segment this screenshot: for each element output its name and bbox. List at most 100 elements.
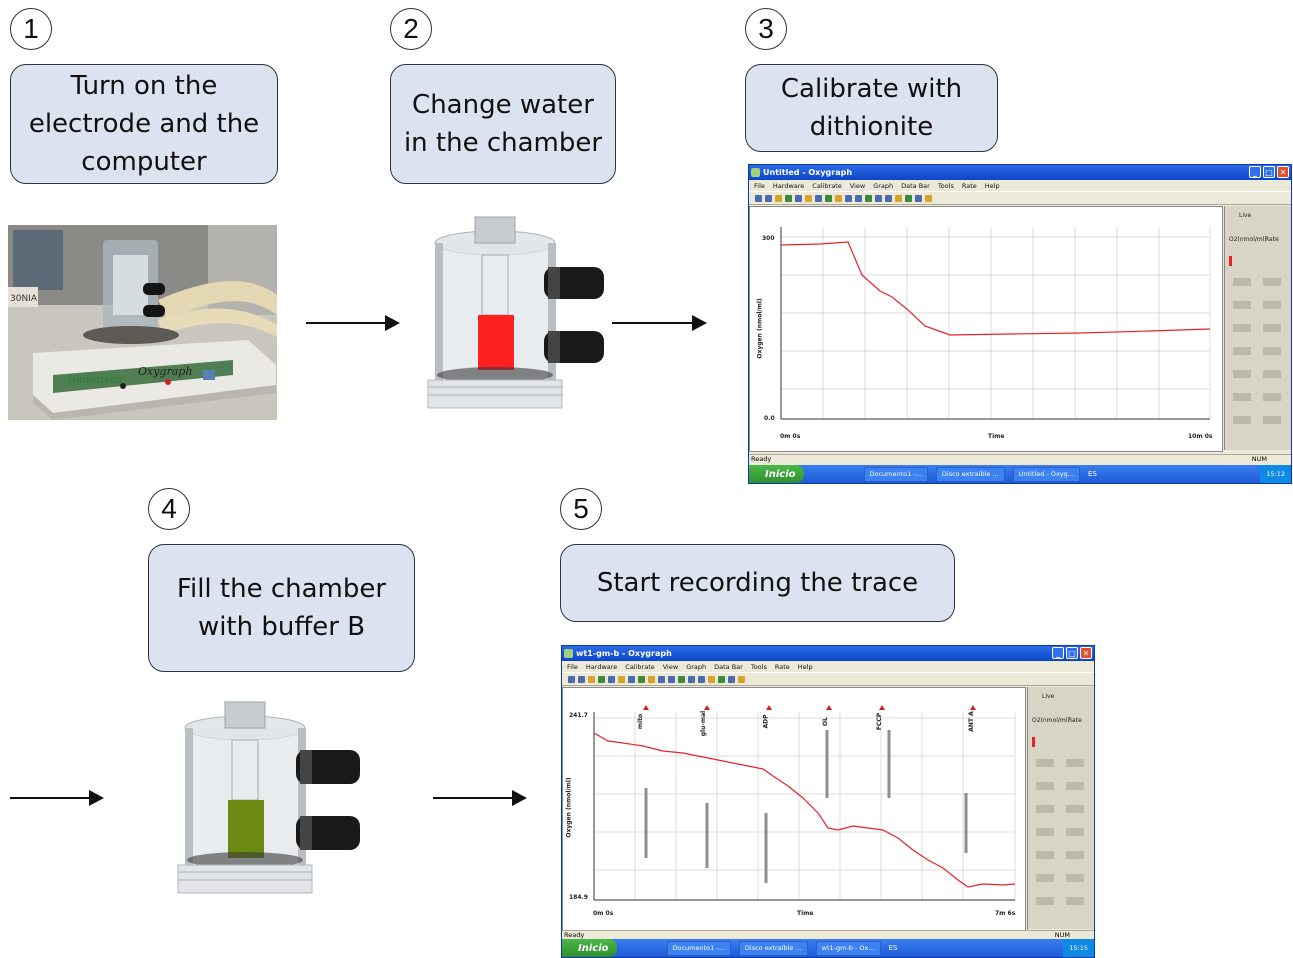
rate-column-label: Rate: [1265, 236, 1279, 243]
recording-plot: 241.7 184.9 Oxygen (nmol/ml) 0m 0s Time …: [562, 687, 1026, 931]
light-icon[interactable]: [638, 675, 645, 683]
step-2-box: Change water in the chamber: [390, 64, 616, 184]
x-axis-end: 7m 6s: [995, 910, 1016, 917]
syringe-drawings: [644, 730, 968, 883]
status-text: Ready: [751, 455, 772, 463]
zoom-out-icon[interactable]: [688, 675, 695, 683]
language-indicator[interactable]: ES: [888, 944, 898, 952]
system-tray: 15:15: [1063, 939, 1094, 957]
menu-tools[interactable]: Tools: [937, 181, 954, 190]
zoom-fit-icon[interactable]: [698, 675, 705, 683]
menu-graph[interactable]: Graph: [873, 181, 894, 190]
go-icon[interactable]: [785, 194, 792, 202]
zoom-in-icon[interactable]: [865, 194, 872, 202]
open-icon[interactable]: [755, 194, 762, 202]
taskbar-item-disk[interactable]: Disco extraíble ...: [935, 466, 1005, 482]
maximize-button[interactable]: □: [1066, 647, 1078, 659]
oxygen-trace: [593, 732, 1016, 888]
clock: 15:15: [1069, 944, 1088, 952]
menu-data-bar[interactable]: Data Bar: [714, 662, 743, 671]
print-icon[interactable]: [588, 675, 595, 683]
taskbar-item-document[interactable]: Documento1 -...: [666, 940, 731, 956]
close-button[interactable]: ✕: [1277, 166, 1289, 178]
menu-file[interactable]: File: [754, 181, 765, 190]
menu-rate[interactable]: Rate: [961, 181, 977, 190]
zoom-fit-icon[interactable]: [885, 194, 892, 202]
settings-icon[interactable]: [658, 675, 665, 683]
zoom-out-icon[interactable]: [875, 194, 882, 202]
close-button[interactable]: ✕: [1080, 647, 1092, 659]
timer-icon[interactable]: [628, 675, 635, 683]
table-icon[interactable]: [855, 194, 862, 202]
status-num: NUM: [1251, 455, 1267, 463]
taskbar-item-oxygraph[interactable]: Untitled - Oxyg...: [1012, 466, 1080, 482]
timer-icon[interactable]: [815, 194, 822, 202]
menu-tools[interactable]: Tools: [750, 662, 767, 671]
zoom-x-icon[interactable]: [708, 675, 715, 683]
light-icon[interactable]: [825, 194, 832, 202]
taskbar-item-document[interactable]: Documento1 -...: [863, 466, 928, 482]
minimize-button[interactable]: _: [1249, 166, 1261, 178]
menu-view[interactable]: View: [849, 181, 866, 190]
marker-icon[interactable]: [618, 675, 625, 683]
open-icon[interactable]: [568, 675, 575, 683]
help-icon[interactable]: [738, 675, 745, 683]
menu-file[interactable]: File: [567, 662, 578, 671]
menu-hardware[interactable]: Hardware: [772, 181, 805, 190]
menu-rate[interactable]: Rate: [774, 662, 790, 671]
table-icon[interactable]: [668, 675, 675, 683]
event-icon[interactable]: [648, 675, 655, 683]
minimize-button[interactable]: _: [1052, 647, 1064, 659]
menu-hardware[interactable]: Hardware: [585, 662, 618, 671]
y-axis-label: Oxygen (nmol/ml): [756, 298, 764, 359]
event-icon[interactable]: [835, 194, 842, 202]
channel-indicator: [1032, 737, 1035, 747]
chamber-with-red-liquid-photo: [427, 216, 604, 409]
photo-label: 30NIA: [10, 294, 38, 304]
menu-view[interactable]: View: [662, 662, 679, 671]
x-axis-start: 0m 0s: [780, 433, 801, 440]
menu-help[interactable]: Help: [984, 181, 1000, 190]
maximize-button[interactable]: □: [1263, 166, 1275, 178]
x-axis-label: Time: [988, 433, 1005, 440]
window-title: Untitled - Oxygraph: [763, 168, 853, 177]
layout-icon[interactable]: [915, 194, 922, 202]
zoom-y-icon[interactable]: [718, 675, 725, 683]
status-text: Ready: [564, 931, 585, 939]
stop-icon[interactable]: [795, 194, 802, 202]
taskbar-item-disk[interactable]: Disco extraíble ...: [738, 940, 808, 956]
window-titlebar: wt1-gm-b - Oxygraph _ □ ✕: [562, 646, 1094, 661]
menu-calibrate[interactable]: Calibrate: [812, 181, 842, 190]
language-indicator[interactable]: ES: [1088, 470, 1097, 478]
y-axis-max: 300: [762, 235, 775, 242]
stop-icon[interactable]: [608, 675, 615, 683]
go-icon[interactable]: [598, 675, 605, 683]
zoom-y-icon[interactable]: [905, 194, 912, 202]
menu-bar: File Hardware Calibrate View Graph Data …: [749, 180, 1291, 191]
marker-icon[interactable]: [805, 194, 812, 202]
start-button[interactable]: Inicio: [562, 939, 617, 957]
menu-calibrate[interactable]: Calibrate: [625, 662, 655, 671]
status-num: NUM: [1054, 931, 1070, 939]
settings-icon[interactable]: [845, 194, 852, 202]
data-side-panel: Live O2(nmol/ml) Rate: [1027, 687, 1094, 929]
arrow-1-2: [306, 315, 400, 331]
start-button[interactable]: Inicio: [749, 465, 804, 483]
toolbar: [562, 672, 1094, 686]
menu-graph[interactable]: Graph: [686, 662, 707, 671]
help-icon[interactable]: [925, 194, 932, 202]
menu-data-bar[interactable]: Data Bar: [901, 181, 930, 190]
print-icon[interactable]: [775, 194, 782, 202]
save-icon[interactable]: [578, 675, 585, 683]
taskbar-item-oxygraph[interactable]: wt1-gm-b - Ox...: [815, 940, 881, 956]
svg-text:Hansatech: Hansatech: [67, 375, 122, 386]
step-1-box: Turn on the electrode and the computer: [10, 64, 278, 184]
step-4-box: Fill the chamber with buffer B: [148, 544, 415, 672]
zoom-x-icon[interactable]: [895, 194, 902, 202]
menu-help[interactable]: Help: [797, 662, 813, 671]
save-icon[interactable]: [765, 194, 772, 202]
zoom-in-icon[interactable]: [678, 675, 685, 683]
layout-icon[interactable]: [728, 675, 735, 683]
system-tray: 15:12: [1260, 465, 1291, 483]
event-markers: [643, 705, 976, 710]
